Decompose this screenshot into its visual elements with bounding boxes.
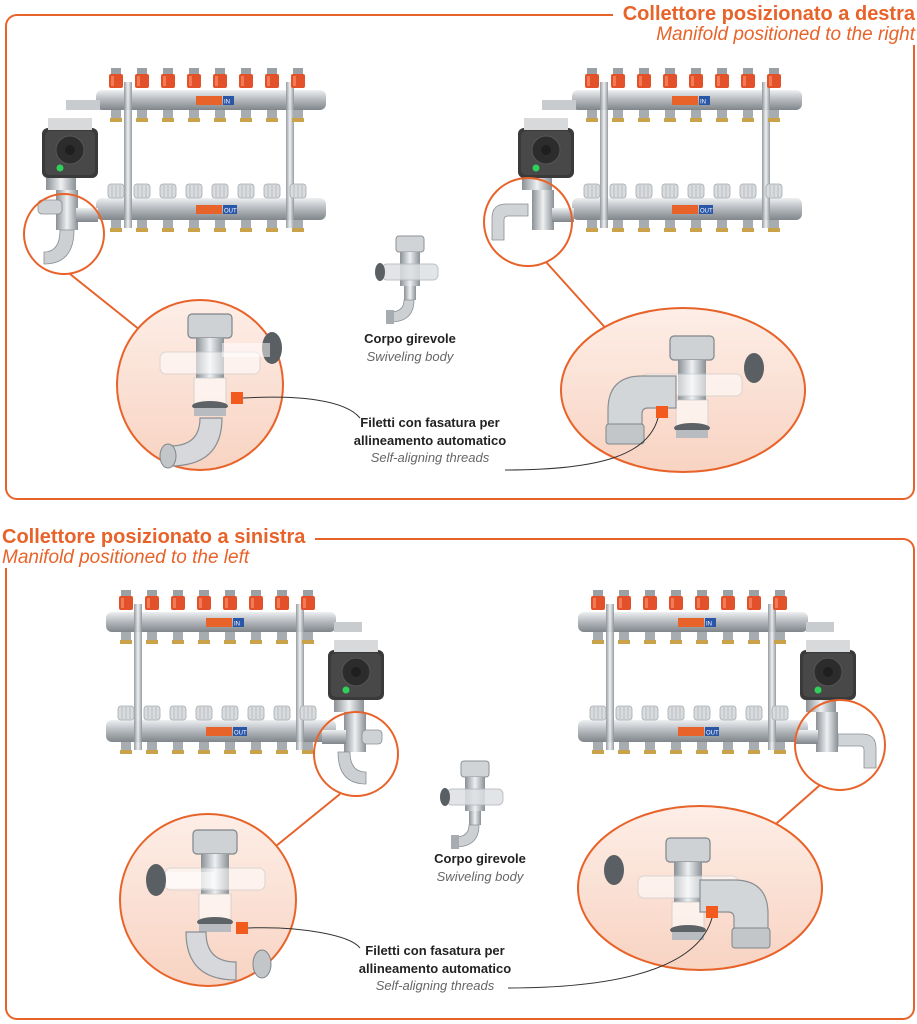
top-left-zoom-marker [23, 193, 105, 275]
manifold-tag-in: IN [234, 622, 240, 628]
bottom-section-frame [5, 538, 915, 1020]
manifold-tag-out: OUT [234, 731, 247, 737]
top-title-en: Manifold positioned to the right [656, 24, 915, 45]
bottom-threads-it-2: allineamento automatico [358, 960, 512, 976]
top-swivel-label-it: Corpo girevole [364, 331, 456, 346]
top-swivel-label: Corpo girevole Swiveling body [340, 330, 480, 365]
top-threads-it-2: allineamento automatico [353, 432, 507, 448]
top-threads-callout: Filetti con fasatura per allineamento au… [330, 414, 530, 467]
bottom-title-en: Manifold positioned to the left [2, 547, 250, 568]
top-left-thread-marker [231, 392, 243, 404]
bottom-left-thread-marker [236, 922, 248, 934]
top-right-manifold [491, 68, 802, 241]
top-left-zoom [116, 299, 284, 471]
top-threads-it-1: Filetti con fasatura per [360, 415, 500, 430]
top-right-zoom [560, 307, 806, 473]
top-right-zoom-marker [483, 177, 573, 267]
manifold-tag-in: IN [706, 622, 712, 628]
manifold-tag-out: OUT [224, 209, 237, 215]
bottom-title-it: Collettore posizionato a sinistra [2, 526, 306, 548]
manifold-tag-out: OUT [706, 731, 719, 737]
bottom-swivel-label: Corpo girevole Swiveling body [410, 850, 550, 885]
bottom-left-manifold [106, 590, 385, 785]
bottom-title-block: Collettore posizionato a sinistra Manifo… [2, 526, 316, 568]
bottom-threads-callout: Filetti con fasatura per allineamento au… [335, 942, 535, 995]
bottom-swivel-label-en: Swiveling body [436, 868, 524, 884]
top-swivel-label-en: Swiveling body [366, 348, 454, 364]
top-title-it: Collettore posizionato a destra [622, 3, 915, 25]
bottom-threads-en: Self-aligning threads [375, 978, 495, 994]
bottom-left-zoom-marker [313, 711, 399, 797]
bottom-swivel-body [439, 760, 504, 850]
bottom-right-manifold [578, 590, 877, 769]
top-left-manifold [37, 68, 326, 265]
manifold-tag-out: OUT [700, 209, 713, 215]
bottom-right-zoom [577, 805, 823, 971]
top-swivel-body [374, 235, 439, 325]
bottom-threads-it-1: Filetti con fasatura per [365, 943, 505, 958]
bottom-right-zoom-marker [794, 699, 886, 791]
manifold-tag-in: IN [700, 100, 706, 106]
top-section-frame [5, 14, 915, 500]
bottom-left-zoom [119, 813, 297, 987]
bottom-right-thread-marker [706, 906, 718, 918]
top-right-thread-marker [656, 406, 668, 418]
top-title-block: Collettore posizionato a destra Manifold… [612, 3, 915, 45]
manifold-tag-in: IN [224, 100, 230, 106]
bottom-swivel-label-it: Corpo girevole [434, 851, 526, 866]
top-threads-en: Self-aligning threads [370, 450, 490, 466]
